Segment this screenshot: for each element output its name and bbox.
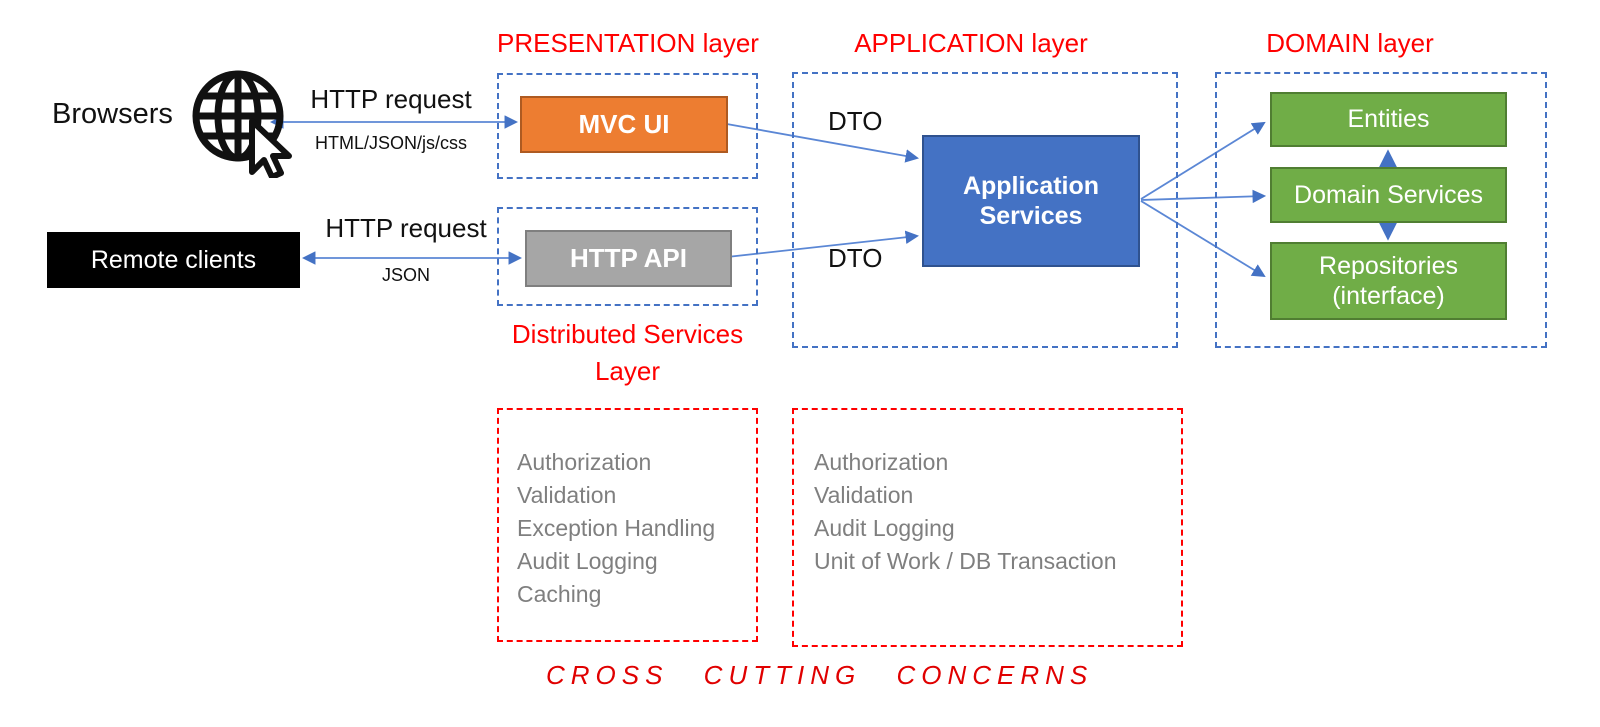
concern-item: Validation bbox=[517, 482, 617, 508]
application-services-label: Application Services bbox=[962, 171, 1100, 231]
mvc-ui-box: MVC UI bbox=[520, 96, 728, 153]
http-api-label: HTTP API bbox=[569, 242, 687, 273]
http-request-label-bottom: HTTP request bbox=[325, 213, 487, 243]
concern-item: Audit Logging bbox=[517, 548, 658, 574]
dto-label-top: DTO bbox=[828, 106, 883, 136]
json-format-label: JSON bbox=[381, 265, 430, 285]
entities-label: Entities bbox=[1347, 105, 1430, 134]
browser-globe-icon bbox=[188, 66, 300, 180]
domain-layer-title: DOMAIN layer bbox=[1266, 28, 1434, 58]
entities-box: Entities bbox=[1270, 92, 1507, 147]
mvc-ui-label: MVC UI bbox=[578, 108, 670, 139]
distributed-services-title-line1: Distributed Services bbox=[511, 319, 744, 349]
cross-cutting-concerns-caption: CROSS CUTTING CONCERNS bbox=[546, 660, 1094, 690]
repositories-box: Repositories (interface) bbox=[1270, 242, 1507, 320]
domain-services-label: Domain Services bbox=[1294, 180, 1483, 209]
remote-link-labels: HTTP request JSON bbox=[307, 213, 505, 286]
concern-item: Audit Logging bbox=[814, 515, 955, 541]
dto-label-bottom: DTO bbox=[828, 243, 883, 273]
concern-item: Exception Handling bbox=[517, 515, 716, 541]
domain-layer-container bbox=[1215, 72, 1547, 348]
concern-item: Caching bbox=[517, 581, 602, 607]
browsers-label: Browsers bbox=[52, 98, 173, 130]
http-response-format-label: HTML/JSON/js/css bbox=[314, 133, 467, 153]
cursor-pointer-icon bbox=[249, 118, 292, 180]
distributed-services-layer-title: Distributed Services Layer bbox=[487, 316, 768, 390]
application-layer-title: APPLICATION layer bbox=[854, 28, 1088, 58]
http-api-box: HTTP API bbox=[525, 230, 732, 287]
browser-link-labels: HTTP request HTML/JSON/js/css bbox=[292, 84, 490, 154]
repositories-label: Repositories (interface) bbox=[1319, 251, 1458, 311]
http-request-label-top: HTTP request bbox=[310, 84, 472, 114]
concern-item: Unit of Work / DB Transaction bbox=[814, 548, 1117, 574]
remote-clients-label: Remote clients bbox=[90, 245, 257, 274]
application-layer-container bbox=[792, 72, 1178, 348]
concern-item: Authorization bbox=[814, 449, 949, 475]
application-services-box: Application Services bbox=[922, 135, 1140, 267]
presentation-mvc-container bbox=[497, 73, 758, 179]
concern-item: Authorization bbox=[517, 449, 652, 475]
presentation-api-container bbox=[497, 207, 758, 306]
presentation-layer-title: PRESENTATION layer bbox=[497, 28, 759, 58]
domain-services-box: Domain Services bbox=[1270, 167, 1507, 223]
distributed-services-title-line2: Layer bbox=[594, 356, 661, 386]
remote-clients-box: Remote clients bbox=[47, 232, 300, 288]
concern-item: Validation bbox=[814, 482, 914, 508]
